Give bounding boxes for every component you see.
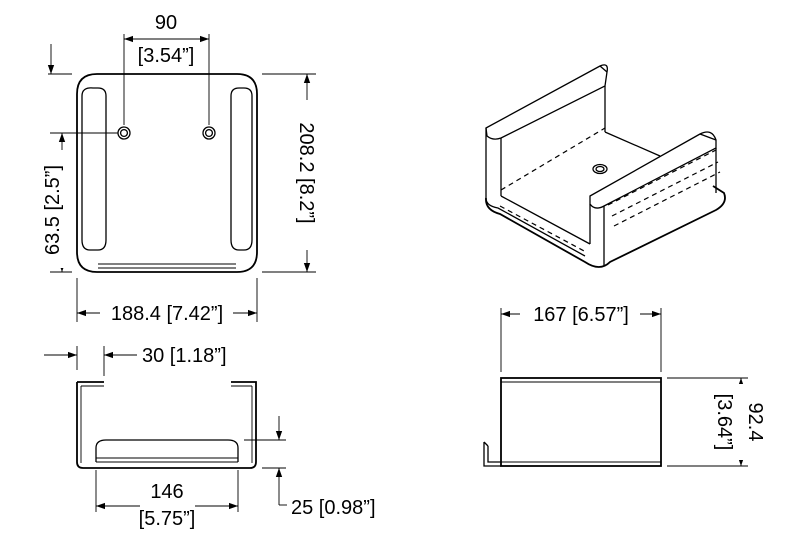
mounting-hole-left — [117, 126, 131, 140]
isometric-view — [485, 64, 726, 268]
front-view: 30 [1.18”] 146 [5.75”] 25 [0.98”] — [44, 345, 376, 530]
side-view-outline — [500, 377, 662, 467]
side-width-label: 167 [6.57”] — [533, 304, 629, 326]
top-view-outline — [76, 73, 258, 273]
left-slot — [81, 87, 107, 251]
side-view: 167 [6.57”] 92.4 [3.64”] — [483, 302, 766, 467]
flange-width-label: 30 [1.18”] — [142, 345, 227, 367]
right-slot — [230, 87, 253, 251]
base-outline — [485, 185, 726, 268]
height-dimension-label: 208.2 [8.2”] — [295, 122, 317, 223]
inner-width-inch-label: [5.75”] — [139, 508, 196, 530]
front-view-outline — [76, 381, 257, 469]
mounting-hole-right — [202, 126, 216, 140]
top-view: 90 [3.54”] 208.2 [8.2”] 63.5 [2.5”] 188.… — [40, 12, 323, 325]
base-hole — [592, 163, 608, 175]
side-height-inch-label: [3.64”] — [713, 394, 735, 451]
side-height-label: 92.4 — [744, 403, 766, 442]
hole-height-label: 63.5 [2.5”] — [42, 165, 64, 255]
inner-width-label: 146 — [150, 481, 183, 503]
lip-height-label: 25 [0.98”] — [291, 497, 376, 519]
hole-spacing-inch-label: [3.54”] — [138, 45, 195, 67]
width-dimension-label: 188.4 [7.42”] — [111, 303, 223, 325]
hole-spacing-label: 90 — [155, 12, 177, 34]
